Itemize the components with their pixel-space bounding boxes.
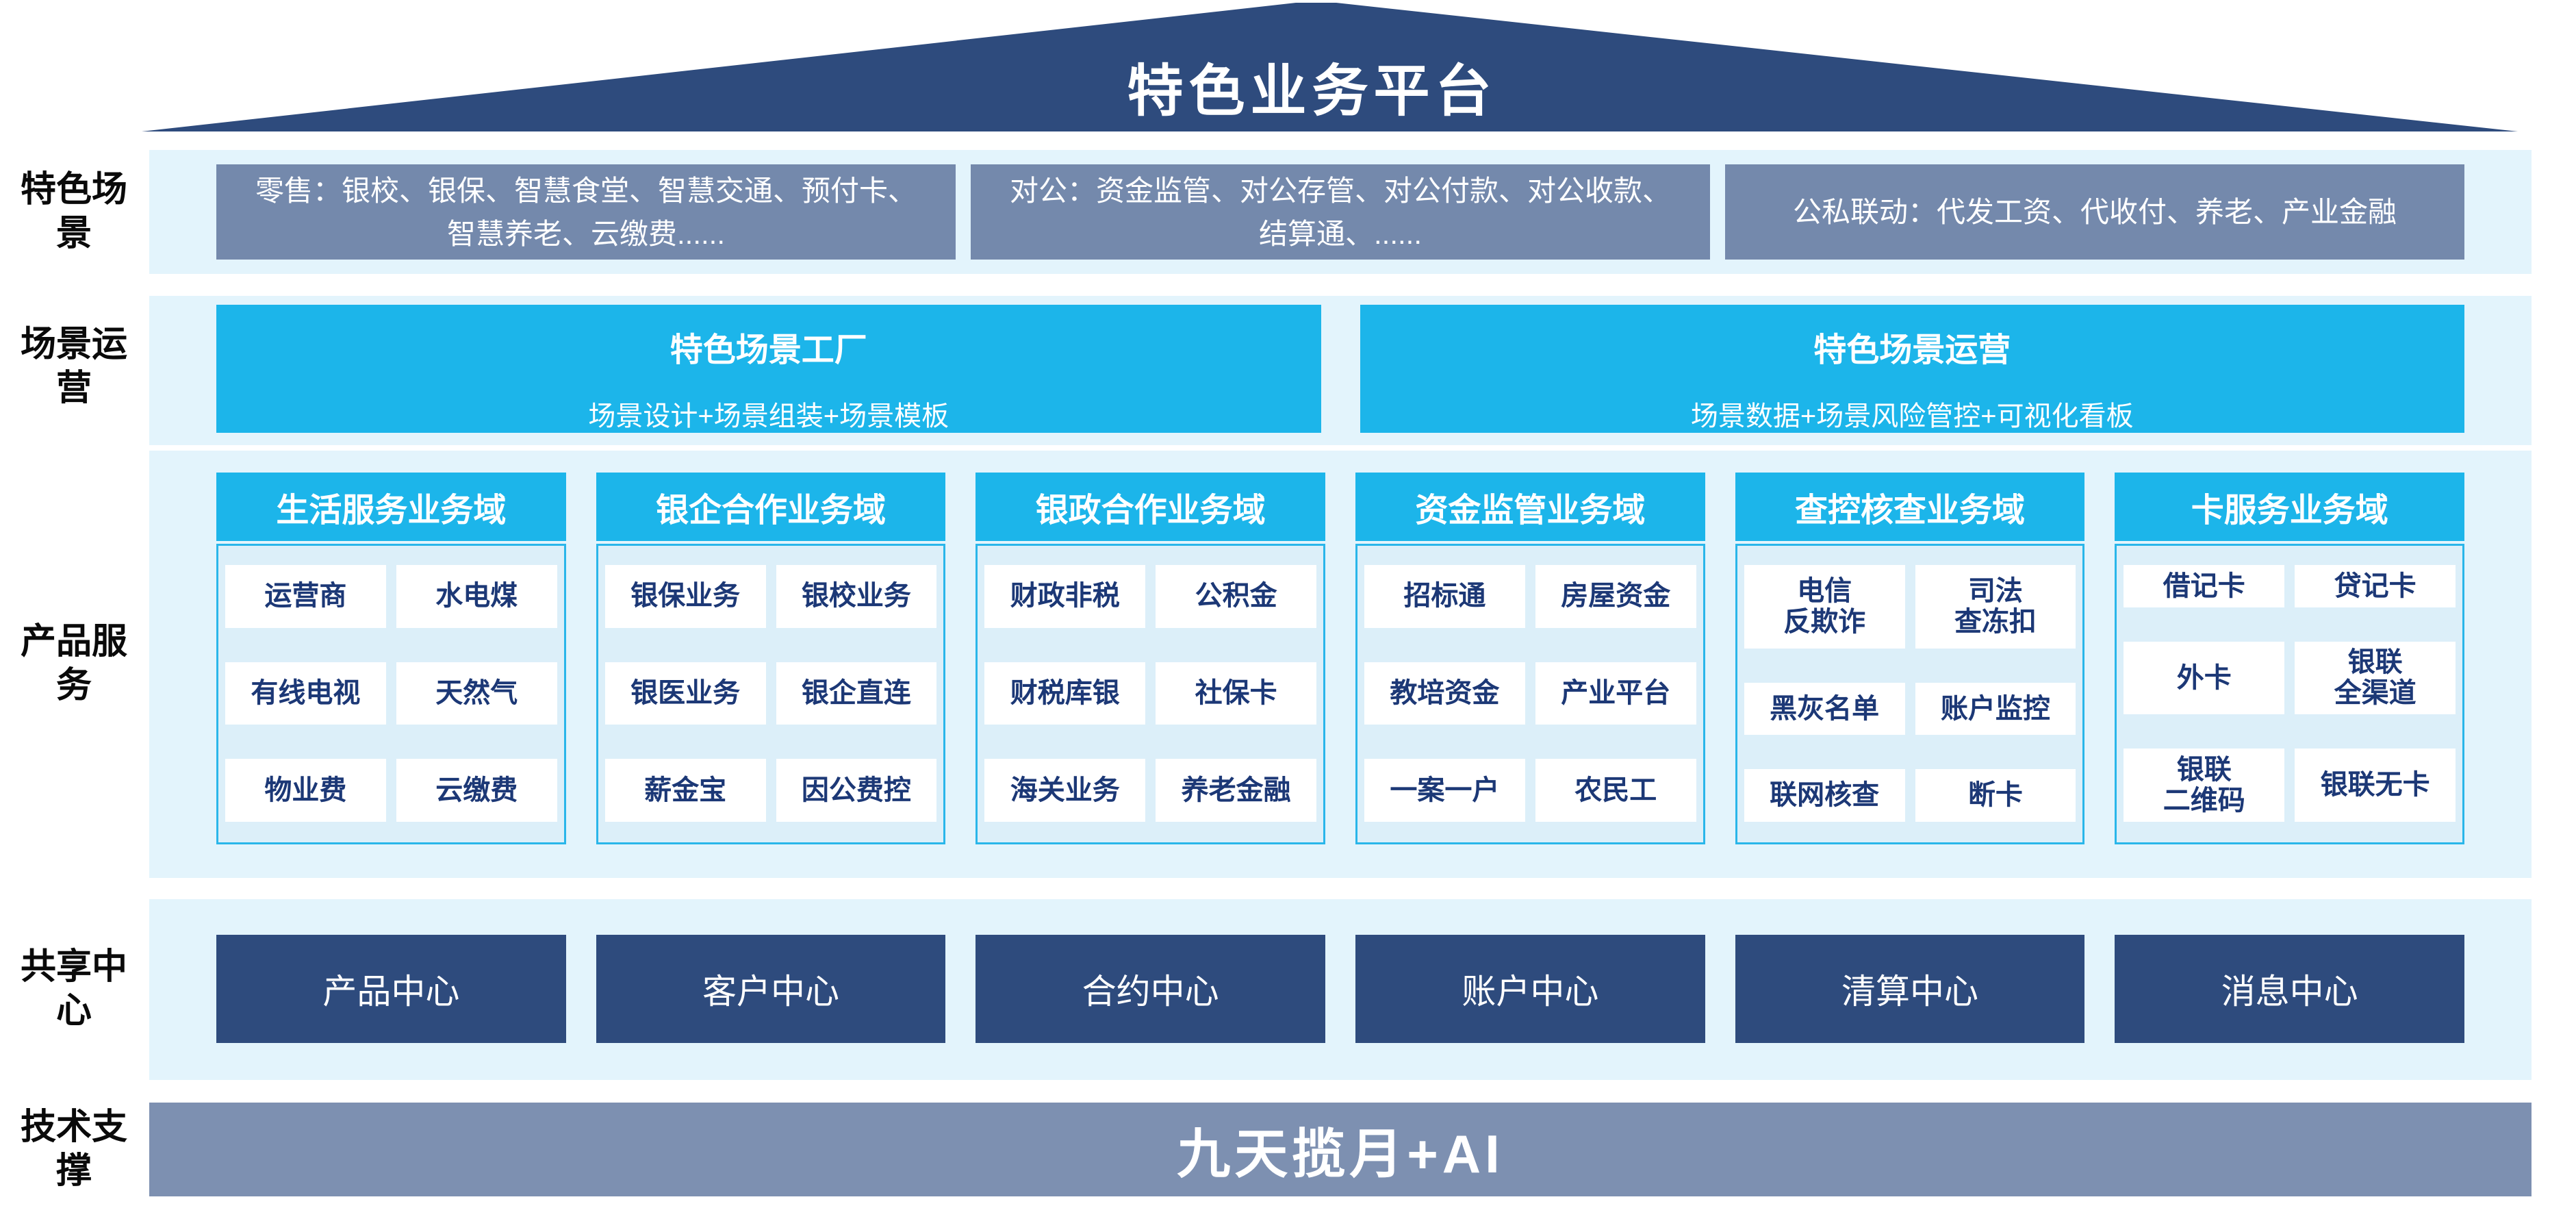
product-column-bank-government: 银政合作业务域 财政非税 公积金 财税库银 社保卡 海关业务 养老金融 <box>975 473 1326 844</box>
column-body: 招标通 房屋资金 教培资金 产业平台 一案一户 农民工 <box>1355 544 1705 844</box>
scene-box-public-private: 公私联动：代发工资、代收付、养老、产业金融 <box>1725 164 2464 260</box>
column-body: 运营商 水电煤 有线电视 天然气 物业费 云缴费 <box>216 544 566 844</box>
product-cell: 产业平台 <box>1535 662 1696 725</box>
product-cell: 社保卡 <box>1156 662 1317 725</box>
column-header: 查控核查业务域 <box>1735 473 2085 541</box>
product-cell: 天然气 <box>396 662 557 725</box>
product-column-life-services: 生活服务业务域 运营商 水电煤 有线电视 天然气 物业费 云缴费 <box>216 473 566 844</box>
product-cell: 银校业务 <box>776 565 937 628</box>
roof-banner <box>142 3 2518 131</box>
product-cell: 银联 二维码 <box>2124 749 2285 822</box>
product-cell: 云缴费 <box>396 759 557 822</box>
product-cell: 薪金宝 <box>604 759 766 822</box>
product-cell: 物业费 <box>225 759 386 822</box>
product-cell: 因公费控 <box>776 759 937 822</box>
product-column-fund-supervision: 资金监管业务域 招标通 房屋资金 教培资金 产业平台 一案一户 农民工 <box>1355 473 1705 844</box>
ops-box-title: 特色场景工厂 <box>669 332 867 368</box>
product-cell: 银联无卡 <box>2295 749 2456 822</box>
scene-box-retail: 零售：银校、银保、智慧食堂、智慧交通、预付卡、智慧养老、云缴费...... <box>216 164 956 260</box>
column-body: 银保业务 银校业务 银医业务 银企直连 薪金宝 因公费控 <box>596 544 946 844</box>
product-cell: 银医业务 <box>604 662 766 725</box>
ops-box-subtitle: 场景数据+场景风险管控+可视化看板 <box>1690 401 2134 431</box>
column-body: 借记卡 贷记卡 外卡 银联 全渠道 银联 二维码 银联无卡 <box>2115 544 2465 844</box>
product-cell: 一案一户 <box>1364 759 1525 822</box>
product-cell: 账户监控 <box>1915 682 2076 736</box>
ops-box-scene-operation: 特色场景运营 场景数据+场景风险管控+可视化看板 <box>1360 305 2464 433</box>
product-cell: 教培资金 <box>1364 662 1525 725</box>
product-cell: 水电煤 <box>396 565 557 628</box>
column-header: 银企合作业务域 <box>596 473 946 541</box>
product-cell: 黑灰名单 <box>1744 682 1905 736</box>
scene-band: 零售：银校、银保、智慧食堂、智慧交通、预付卡、智慧养老、云缴费...... 对公… <box>149 150 2532 274</box>
operation-band: 特色场景工厂 场景设计+场景组装+场景模板 特色场景运营 场景数据+场景风险管控… <box>149 296 2532 445</box>
product-cell: 联网核查 <box>1744 769 1905 822</box>
product-cell: 银联 全渠道 <box>2295 641 2456 715</box>
column-body: 财政非税 公积金 财税库银 社保卡 海关业务 养老金融 <box>975 544 1326 844</box>
ops-box-subtitle: 场景设计+场景组装+场景模板 <box>588 401 949 431</box>
product-cell: 养老金融 <box>1156 759 1317 822</box>
product-cell: 运营商 <box>225 565 386 628</box>
column-header: 卡服务业务域 <box>2115 473 2465 541</box>
column-header: 资金监管业务域 <box>1355 473 1705 541</box>
tech-bar-label: 九天揽月+AI <box>1177 1123 1504 1184</box>
center-box-clearing: 清算中心 <box>1735 935 2085 1043</box>
ops-box-title: 特色场景运营 <box>1813 332 2011 368</box>
product-cell: 借记卡 <box>2124 565 2285 607</box>
product-cell: 农民工 <box>1535 759 1696 822</box>
product-cell: 财政非税 <box>984 565 1146 628</box>
product-cell: 招标通 <box>1364 565 1525 628</box>
row-label-operation: 场景运营 <box>20 325 127 409</box>
row-label-product: 产品服务 <box>20 622 127 706</box>
center-box-contract: 合约中心 <box>975 935 1326 1043</box>
product-band: 生活服务业务域 运营商 水电煤 有线电视 天然气 物业费 云缴费 银企合作业务域… <box>149 451 2532 878</box>
product-column-inquiry-control: 查控核查业务域 电信 反欺诈 司法 查冻扣 黑灰名单 账户监控 联网核查 断卡 <box>1735 473 2085 844</box>
center-box-product: 产品中心 <box>216 935 566 1043</box>
center-band: 产品中心 客户中心 合约中心 账户中心 清算中心 消息中心 <box>149 899 2532 1080</box>
product-cell: 财税库银 <box>984 662 1146 725</box>
product-cell: 公积金 <box>1156 565 1317 628</box>
product-cell: 房屋资金 <box>1535 565 1696 628</box>
product-cell: 银保业务 <box>604 565 766 628</box>
product-cell: 司法 查冻扣 <box>1915 565 2076 649</box>
center-box-message: 消息中心 <box>2115 935 2465 1043</box>
product-cell: 银企直连 <box>776 662 937 725</box>
scene-box-corporate: 对公：资金监管、对公存管、对公付款、对公收款、结算通、...... <box>971 164 1710 260</box>
row-label-scene: 特色场景 <box>20 170 127 254</box>
column-header: 银政合作业务域 <box>975 473 1326 541</box>
ops-box-scene-factory: 特色场景工厂 场景设计+场景组装+场景模板 <box>216 305 1321 433</box>
column-header: 生活服务业务域 <box>216 473 566 541</box>
roof-shape <box>142 3 2518 131</box>
product-cell: 海关业务 <box>984 759 1146 822</box>
product-cell: 外卡 <box>2124 641 2285 715</box>
product-cell: 断卡 <box>1915 769 2076 822</box>
product-cell: 有线电视 <box>225 662 386 725</box>
product-cell: 电信 反欺诈 <box>1744 565 1905 649</box>
product-column-bank-enterprise: 银企合作业务域 银保业务 银校业务 银医业务 银企直连 薪金宝 因公费控 <box>596 473 946 844</box>
center-box-account: 账户中心 <box>1355 935 1705 1043</box>
platform-title: 特色业务平台 <box>1127 60 1497 123</box>
column-body: 电信 反欺诈 司法 查冻扣 黑灰名单 账户监控 联网核查 断卡 <box>1735 544 2085 844</box>
product-cell: 贷记卡 <box>2295 565 2456 607</box>
row-label-center: 共享中心 <box>20 947 127 1031</box>
center-box-customer: 客户中心 <box>596 935 946 1043</box>
product-column-card-services: 卡服务业务域 借记卡 贷记卡 外卡 银联 全渠道 银联 二维码 银联无卡 <box>2115 473 2465 844</box>
row-label-tech: 技术支撑 <box>20 1107 127 1192</box>
tech-bar: 九天揽月+AI <box>149 1103 2532 1196</box>
